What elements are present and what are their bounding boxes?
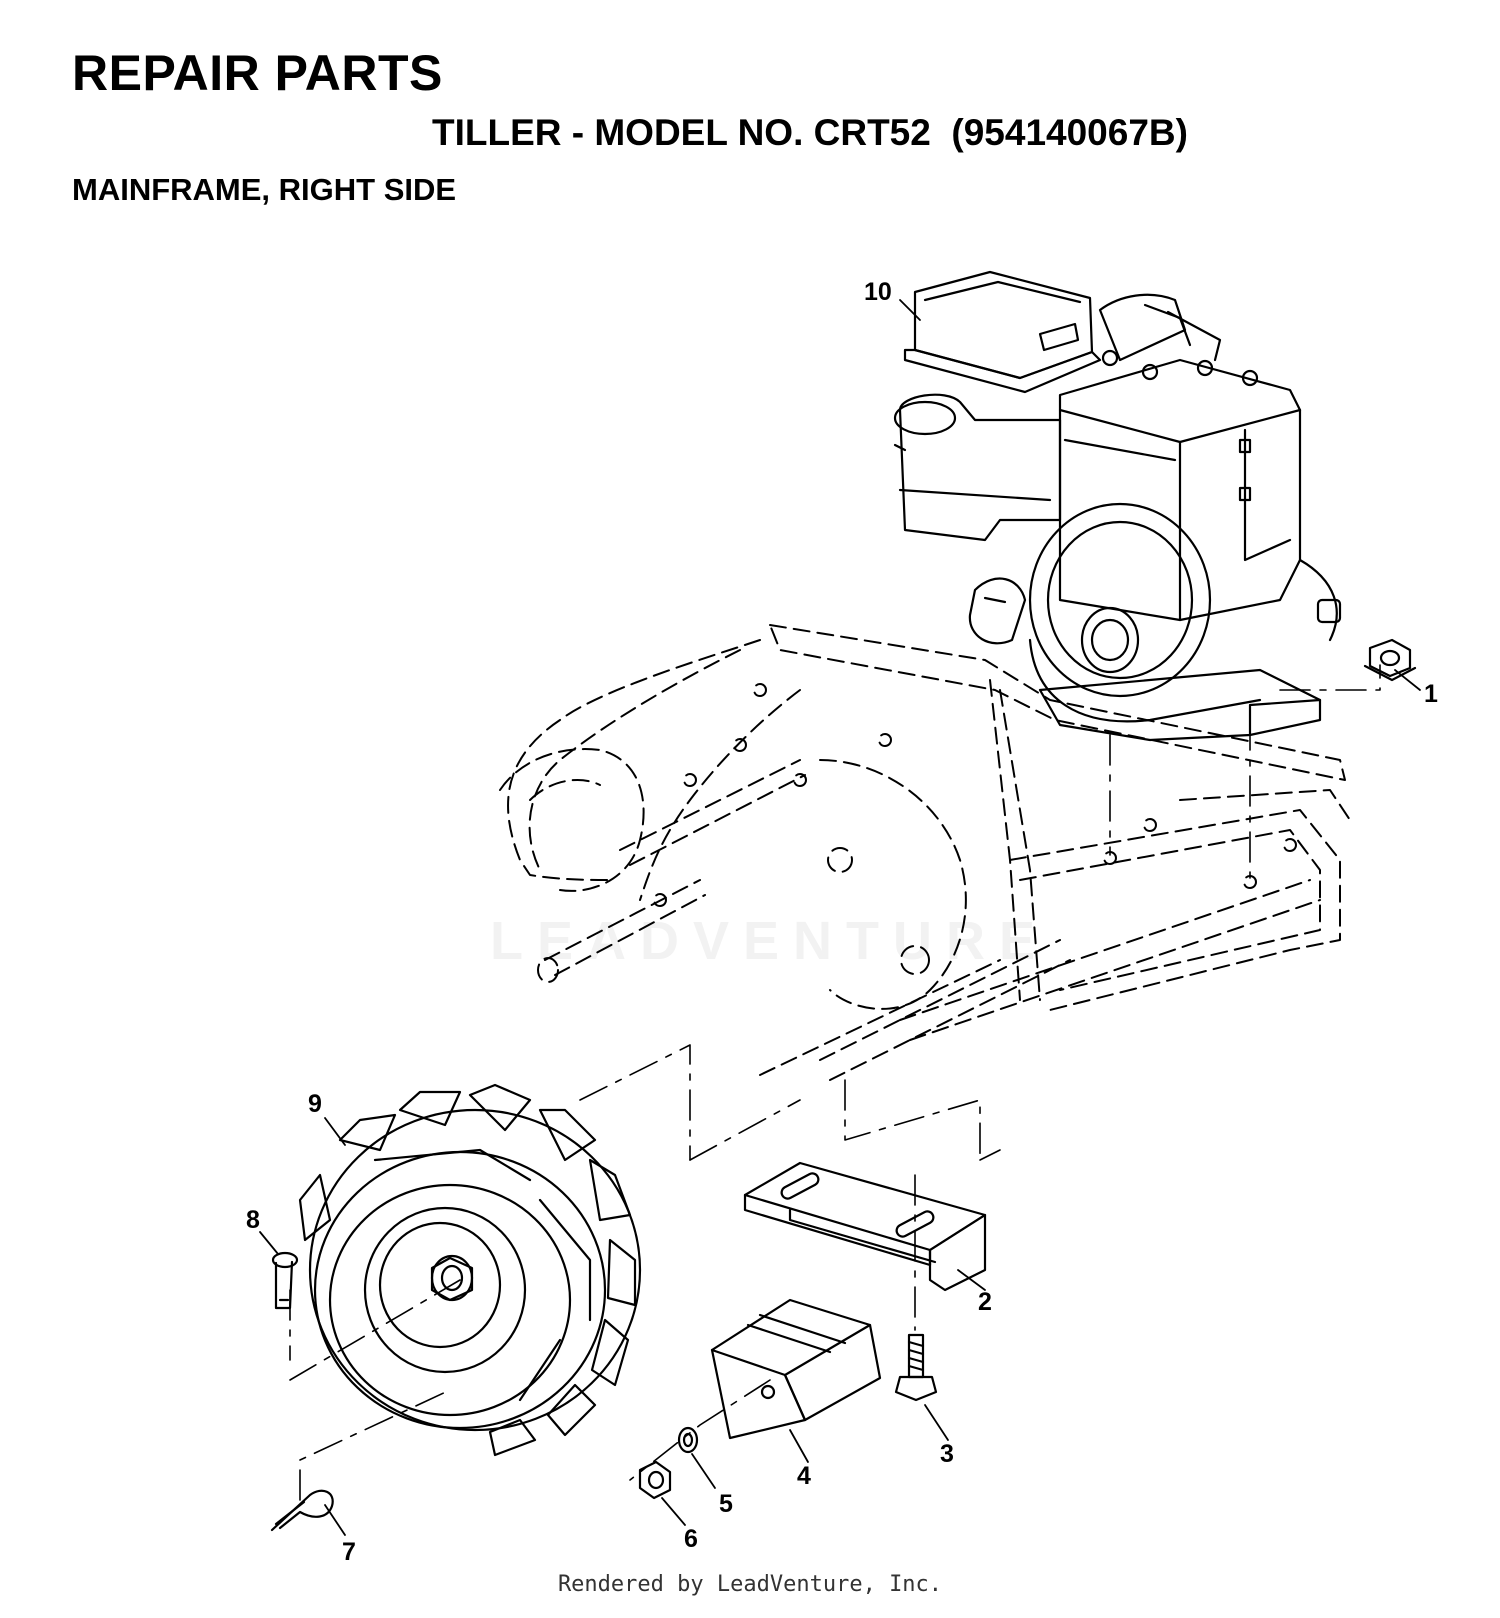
wheel-tire-part-9[interactable]: [298, 1083, 642, 1457]
callout-10: 10: [864, 278, 892, 306]
bolt-part-3[interactable]: [894, 1333, 938, 1402]
nut-part-6[interactable]: [638, 1460, 672, 1500]
callout-5: 5: [719, 1490, 733, 1518]
section-title: MAINFRAME, RIGHT SIDE: [72, 172, 457, 207]
clevis-pin-part-8[interactable]: [271, 1251, 299, 1310]
callout-7: 7: [342, 1538, 356, 1566]
callout-1: 1: [1424, 680, 1438, 708]
footer-credit: Rendered by LeadVenture, Inc.: [557, 1572, 943, 1597]
callout-3: 3: [940, 1440, 954, 1468]
engine-part-10[interactable]: [893, 270, 1342, 742]
spacer-part-4[interactable]: [710, 1298, 882, 1440]
callout-8: 8: [246, 1206, 260, 1234]
lock-washer-part-5[interactable]: [677, 1426, 699, 1454]
callout-2: 2: [978, 1288, 992, 1316]
callout-9: 9: [308, 1090, 322, 1118]
flange-nut-part-1[interactable]: [1363, 638, 1417, 682]
callout-4: 4: [797, 1462, 811, 1490]
hairpin-clip-part-7[interactable]: [270, 1489, 334, 1532]
page-title: REPAIR PARTS: [72, 45, 443, 101]
callout-6: 6: [684, 1525, 698, 1553]
bracket-part-2[interactable]: [743, 1161, 987, 1292]
model-subtitle: TILLER - MODEL NO. CRT52 (954140067B): [432, 112, 1188, 153]
